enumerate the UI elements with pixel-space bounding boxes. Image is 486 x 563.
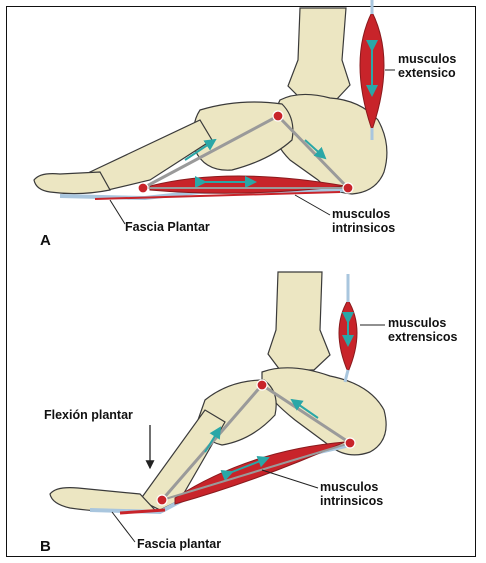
panel-a-intrinsic-label-line1: musculos bbox=[332, 207, 395, 221]
panel-a-extensor-label-line1: musculos bbox=[398, 52, 456, 66]
panel-b-extensor-label: musculos extrensicos bbox=[388, 316, 457, 344]
panel-a-tibia bbox=[288, 8, 350, 100]
panel-b-extensor-label-line1: musculos bbox=[388, 316, 457, 330]
panel-a-letter: A bbox=[40, 232, 51, 249]
panel-b-intrinsic-label-line1: musculos bbox=[320, 480, 383, 494]
panel-b-intrinsic-label-line2: intrinsicos bbox=[320, 494, 383, 508]
panel-a-fascia-label: Fascia Plantar bbox=[125, 220, 210, 234]
panel-a-extensor-label: musculos extensico bbox=[398, 52, 456, 80]
panel-b-tibia bbox=[268, 272, 330, 370]
panel-a-toes bbox=[34, 172, 110, 194]
panel-a-intrinsic-label: musculos intrinsicos bbox=[332, 207, 395, 235]
panel-a-extensor-label-line2: extensico bbox=[398, 66, 456, 80]
panel-a-foot bbox=[34, 0, 395, 224]
panel-b-fascia-label: Fascia plantar bbox=[137, 537, 221, 551]
panel-b-extensor-label-line2: extrensicos bbox=[388, 330, 457, 344]
panel-a-intrinsic-label-line2: intrinsicos bbox=[332, 221, 395, 235]
panel-b-toes bbox=[50, 488, 155, 512]
panel-b-calcaneus bbox=[262, 368, 386, 455]
panel-b-intrinsic-label: musculos intrinsicos bbox=[320, 480, 383, 508]
panel-b-letter: B bbox=[40, 538, 51, 555]
panel-b-flexion-label: Flexión plantar bbox=[44, 408, 133, 422]
